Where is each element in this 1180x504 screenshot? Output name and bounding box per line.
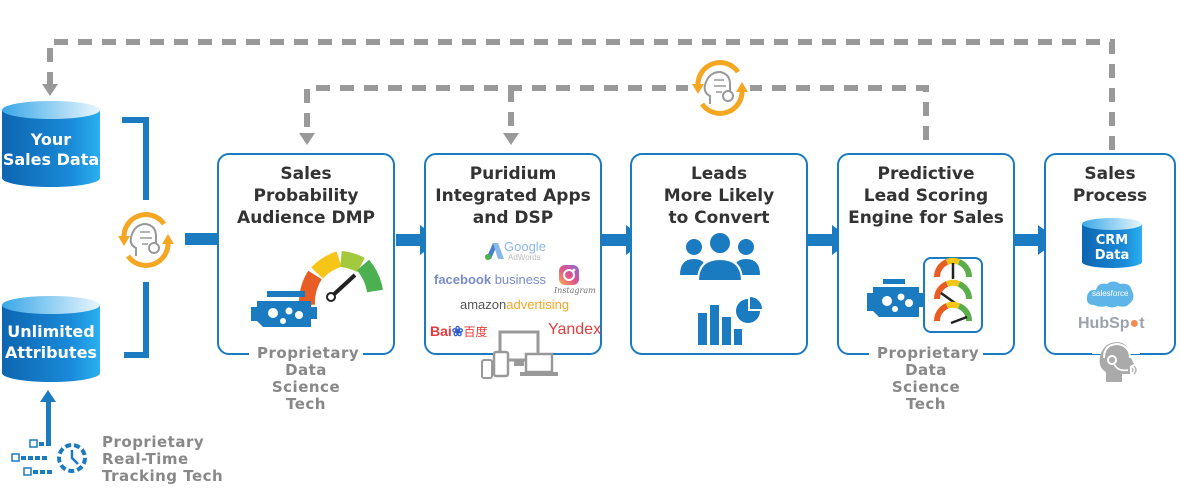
- outer-loop-line: [47, 39, 1115, 150]
- engine-gauge-icon: [251, 251, 383, 327]
- hubspot-logo: HubSp●t: [1078, 315, 1145, 333]
- baidu-logo: Bai❀百度: [430, 323, 488, 340]
- facebook-business-logo: facebook business: [434, 272, 546, 287]
- scoring-caption: Proprietary Data Science Tech: [869, 345, 983, 413]
- sales-data-line2: Sales Data: [2, 150, 100, 169]
- stage-card-dmp: Sales Probability Audience DMP Proprieta…: [217, 153, 395, 413]
- leads-title-3: to Convert: [668, 208, 770, 228]
- dmp-caption-2: Data Science: [271, 361, 341, 396]
- dmp-caption: Proprietary Data Science Tech: [249, 345, 363, 413]
- baidu-paw-icon: ❀: [451, 323, 464, 339]
- stage-card-leads: Leads More Likely to Convert: [630, 153, 808, 355]
- salesforce-cloud-icon: [1086, 281, 1134, 308]
- arrow-to-sales-data: [42, 84, 58, 96]
- ai-merge-icon: [118, 212, 174, 268]
- scoring-caption-1: Proprietary: [877, 344, 980, 362]
- leads-title-2: More Likely: [663, 186, 775, 206]
- stage-card-sales-process: Sales Process CRM Data salesforce HubSp●…: [1044, 153, 1176, 355]
- dmp-caption-3: Tech: [286, 395, 326, 413]
- sales-data-line1: Your: [30, 130, 72, 149]
- hubspot-text-b: t: [1139, 315, 1145, 332]
- dsp-title-1: Puridium: [469, 164, 557, 184]
- attributes-line1: Unlimited: [7, 322, 95, 341]
- yandex-logo: Yandex: [548, 321, 602, 338]
- up-arrow-tracking: [40, 390, 56, 446]
- arrow-to-dmp: [299, 133, 315, 145]
- scoring-caption-2: Data Science: [891, 361, 961, 396]
- baidu-cn-text: 百度: [463, 325, 488, 339]
- instagram-logo-icon: [559, 265, 579, 285]
- people-group-icon: [680, 231, 760, 282]
- gauge-icon: [298, 251, 383, 306]
- salesforce-logo: salesforce: [1092, 289, 1129, 298]
- devices-icon: [481, 330, 558, 379]
- attributes-cylinder: Unlimited Attributes: [2, 295, 100, 383]
- dmp-title-1: Sales: [280, 164, 332, 184]
- tracking-clock-gear-icon: [11, 439, 87, 476]
- amazon-text: amazon: [460, 297, 507, 312]
- adwords-logo: AdWords: [508, 253, 541, 262]
- crm-data-cylinder: CRM Data: [1082, 217, 1142, 269]
- tracking-caption: Proprietary Real-Time Tracking Tech: [102, 434, 223, 485]
- stage-card-dsp: Puridium Integrated Apps and DSP Google …: [424, 153, 602, 355]
- scoring-title-3: Engine for Sales: [848, 208, 1004, 228]
- triple-gauge-icon: [933, 257, 973, 325]
- crm-line2: Data: [1094, 248, 1130, 263]
- business-text: business: [494, 272, 547, 287]
- advertising-text: advertising: [506, 297, 570, 312]
- arrow-to-dsp: [503, 133, 519, 145]
- scoring-title-2: Lead Scoring: [863, 186, 989, 206]
- gauge-low: [933, 279, 973, 305]
- sales-process-title-1: Sales: [1084, 164, 1136, 184]
- tracking-line3: Tracking Tech: [102, 467, 224, 485]
- ai-brain-cycle-icon: [692, 60, 748, 116]
- baidu-text: Bai: [430, 323, 452, 339]
- stage-card-scoring: Predictive Lead Scoring Engine for Sales: [837, 153, 1015, 413]
- sales-data-cylinder: Your Sales Data: [2, 100, 100, 188]
- leads-title-1: Leads: [690, 164, 748, 184]
- hubspot-text-a: HubSp: [1078, 315, 1130, 332]
- engine-icon: [867, 279, 925, 317]
- scoring-caption-3: Tech: [906, 395, 946, 413]
- sales-process-title-2: Process: [1072, 186, 1148, 206]
- engine-icon: [251, 291, 317, 327]
- bar-pie-chart-icon: [698, 297, 762, 345]
- gauge-max: [933, 301, 973, 325]
- hubspot-sprocket-icon: ●: [1129, 315, 1140, 332]
- attributes-line2: Attributes: [5, 343, 97, 362]
- tracking-line1: Proprietary: [102, 433, 205, 451]
- dsp-title-3: and DSP: [472, 208, 554, 228]
- tracking-line2: Real-Time: [102, 450, 189, 468]
- dmp-caption-1: Proprietary: [257, 344, 360, 362]
- google-logo: Google: [504, 239, 546, 254]
- instagram-label: Instagram: [554, 286, 596, 295]
- scoring-title-1: Predictive: [877, 164, 975, 184]
- dsp-title-2: Integrated Apps: [435, 186, 591, 206]
- google-adwords-logo-icon: [485, 243, 504, 260]
- facebook-text: facebook: [434, 272, 492, 287]
- inner-loop-line: [304, 85, 929, 140]
- gauge-high: [933, 257, 973, 279]
- dmp-title-3: Audience DMP: [237, 208, 375, 228]
- dmp-title-2: Probability: [253, 186, 359, 206]
- crm-line1: CRM: [1095, 233, 1129, 248]
- support-agent-icon: [1092, 342, 1140, 382]
- gauges-panel: [923, 257, 983, 333]
- amazon-advertising-logo: amazonadvertising: [460, 297, 569, 312]
